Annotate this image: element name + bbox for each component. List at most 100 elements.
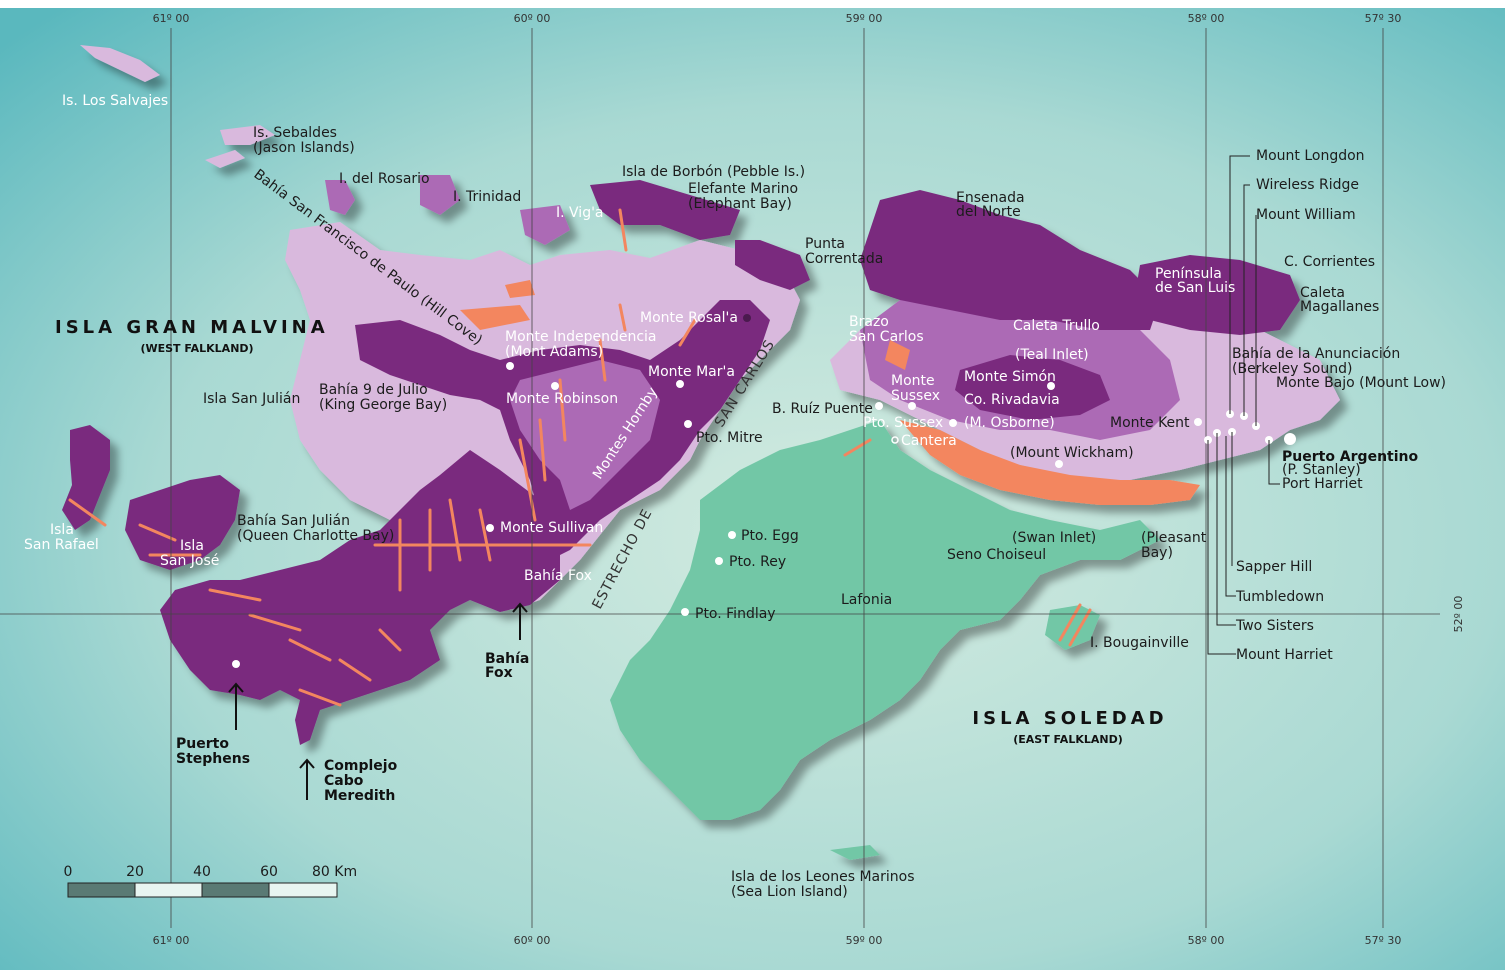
label-trinidad: I. Trinidad <box>453 189 521 205</box>
coord-top-61: 61º 00 <box>153 12 190 25</box>
label-longdon: Mount Longdon <box>1256 148 1365 164</box>
label-cantera: Cantera <box>901 433 957 449</box>
label-ptosussex: Pto. Sussex <box>863 415 943 431</box>
dot-mitre <box>684 420 692 428</box>
dot-independencia <box>506 362 514 370</box>
label-wickham: (Mount Wickham) <box>1010 445 1134 461</box>
scale-tick-80: 80 Km <box>312 864 357 880</box>
label-elefante: Elefante Marino <box>688 181 798 197</box>
dot-maria <box>676 380 684 388</box>
label-rey: Pto. Rey <box>729 554 786 570</box>
label-brazo-2: San Carlos <box>849 329 924 345</box>
label-egg: Pto. Egg <box>741 528 799 544</box>
label-maria: Monte Mar'a <box>648 364 735 380</box>
dot-rey <box>715 557 723 565</box>
label-teal: (Teal Inlet) <box>1015 347 1089 363</box>
label-bougainville: I. Bougainville <box>1090 635 1189 651</box>
label-sullivan: Monte Sullivan <box>500 520 603 536</box>
label-bahiafox-b2: Fox <box>485 665 513 681</box>
label-rafael-2: San Rafael <box>24 537 99 553</box>
label-rosala: Monte Rosal'a <box>640 310 738 326</box>
west-mauve-center <box>510 360 660 510</box>
dot-egg <box>728 531 736 539</box>
dot-cantera <box>891 436 899 444</box>
label-stanley: (P. Stanley) <box>1282 462 1361 478</box>
east-falkland <box>610 190 1340 860</box>
scale-tick-20: 20 <box>126 864 144 880</box>
graticule <box>0 28 1440 928</box>
dot-ruiz <box>875 402 883 410</box>
coord-bottom-58: 58º 00 <box>1188 934 1225 947</box>
san-luis-peninsula <box>1135 255 1300 335</box>
label-sanjulian: Isla San Julián <box>203 391 300 407</box>
label-kinggeorge: (King George Bay) <box>319 397 447 413</box>
label-queen-2: (Queen Charlotte Bay) <box>237 528 394 544</box>
label-ensenada-2: del Norte <box>956 204 1021 220</box>
label-sussex-1: Monte <box>891 373 935 389</box>
isla-san-jose <box>125 475 240 570</box>
label-sisters: Two Sisters <box>1235 618 1314 634</box>
label-punta: Punta <box>805 236 845 252</box>
label-brazo-1: Brazo <box>849 314 889 330</box>
label-tumbledown: Tumbledown <box>1235 589 1324 605</box>
dot-argentino <box>1284 433 1296 445</box>
label-william: Mount William <box>1256 207 1356 223</box>
west-orange-1 <box>460 305 530 330</box>
label-pleasant-2: Bay) <box>1141 545 1173 561</box>
coord-bottom-59: 59º 00 <box>846 934 883 947</box>
east-purple-north <box>860 190 1160 330</box>
scale-bar: 0 20 40 60 80 Km <box>64 864 357 898</box>
pebble-island <box>590 180 740 240</box>
coord-top-59: 59º 00 <box>846 12 883 25</box>
dot-findlay <box>681 608 689 616</box>
label-independencia: Monte Independencia <box>505 329 656 345</box>
label-salvajes: Is. Los Salvajes <box>62 93 168 109</box>
label-bajo: Monte Bajo (Mount Low) <box>1276 375 1446 391</box>
label-meredith-2: Cabo <box>324 773 364 789</box>
label-jason: (Jason Islands) <box>253 140 355 156</box>
arrow-puerto-stephens <box>228 682 244 730</box>
west-purple-south <box>160 450 560 745</box>
isla-leones-marinos <box>830 845 880 860</box>
west-falkland <box>62 45 810 745</box>
label-kent: Monte Kent <box>1110 415 1190 431</box>
fault-lines-west <box>68 208 697 707</box>
label-elephant-bay: (Elephant Bay) <box>688 196 792 212</box>
label-ruiz: B. Ruíz Puente <box>772 401 873 417</box>
label-swan: (Swan Inlet) <box>1012 530 1096 546</box>
label-wireless: Wireless Ridge <box>1256 177 1359 193</box>
dot-osborne <box>949 419 957 427</box>
coordinate-labels: 61º 00 60º 00 59º 00 58º 00 57º 30 61º 0… <box>153 12 1465 947</box>
scale-tick-0: 0 <box>64 864 73 880</box>
jason-islands <box>220 125 275 145</box>
dot-kent <box>1194 418 1202 426</box>
label-bahiafox-b1: Bahía <box>485 651 529 667</box>
los-salvajes <box>80 45 160 82</box>
label-rivadavia: Co. Rivadavia <box>964 392 1060 408</box>
dot-simon <box>1047 382 1055 390</box>
label-borbon: Isla de Borbón (Pebble Is.) <box>622 164 805 180</box>
label-jose-1: Isla <box>180 538 204 554</box>
label-corrientes: C. Corrientes <box>1284 254 1375 270</box>
pointer-arrows <box>228 602 528 800</box>
label-correntada: Correntada <box>805 251 883 267</box>
label-vigia: I. Vig'a <box>556 205 604 221</box>
fault-lines-east <box>843 438 1092 647</box>
label-queen-1: Bahía San Julián <box>237 513 350 529</box>
label-rosario: I. del Rosario <box>339 171 430 187</box>
dot-stephens <box>232 660 240 668</box>
label-magallanes-2: Magallanes <box>1300 299 1379 315</box>
west-headland <box>735 240 810 290</box>
label-ensenada-1: Ensenada <box>956 190 1025 206</box>
scale-seg-3 <box>201 882 270 898</box>
label-meredith-1: Complejo <box>324 758 398 774</box>
coord-bottom-61: 61º 00 <box>153 934 190 947</box>
scale-seg-2 <box>134 882 203 898</box>
label-magallanes-1: Caleta <box>1300 285 1345 301</box>
west-orange-2 <box>505 280 535 298</box>
dot-rosala <box>743 314 751 322</box>
label-luis-1: Península <box>1155 266 1222 282</box>
label-mharriet: Mount Harriet <box>1236 647 1333 663</box>
east-orange-belt <box>900 420 1200 505</box>
